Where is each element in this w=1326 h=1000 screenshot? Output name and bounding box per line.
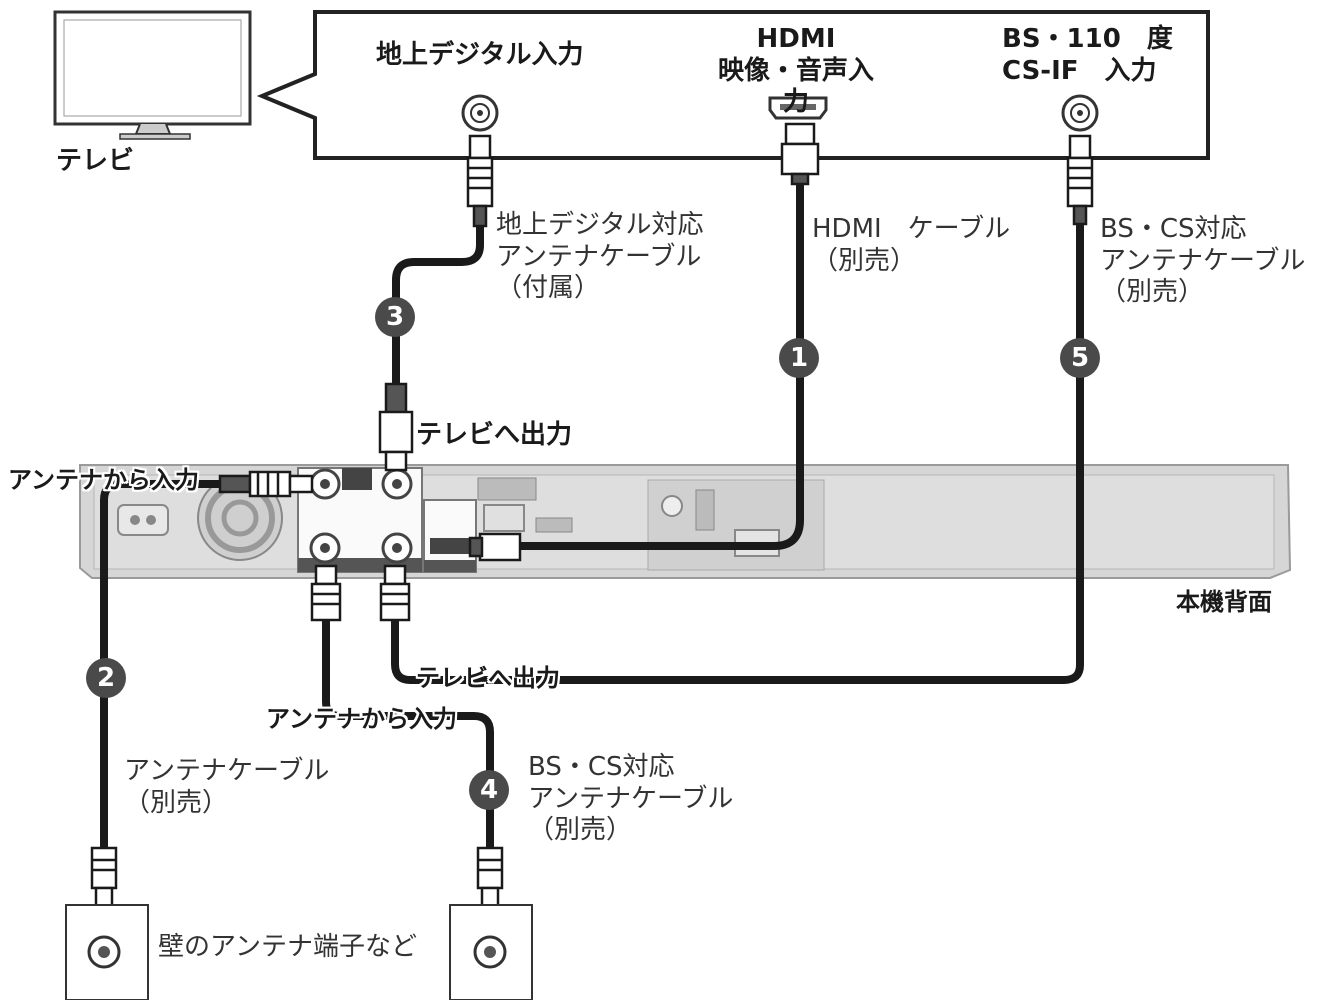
cable-label-bs-cs-wall: BS・CS対応 アンテナケーブル （別売）: [528, 752, 734, 846]
step-badge-5: 5: [1060, 338, 1100, 378]
cable-antenna-from-wall: [100, 480, 252, 856]
step-badge-4: 4: [469, 770, 509, 810]
recorder-in-from-antenna-bs: アンテナから入力: [266, 705, 458, 733]
cable-terrestrial-to-tv: [392, 221, 484, 392]
step-badge-2: 2: [86, 658, 126, 698]
tv-panel-callout: [256, 10, 1210, 160]
tv-terrestrial-jack: [461, 94, 499, 132]
cable-label-antenna: アンテナケーブル （別売）: [124, 756, 330, 818]
tv-hdmi-port: [768, 96, 828, 120]
recorder-label: 本機背面: [1176, 588, 1272, 616]
tv-icon: [53, 10, 252, 140]
tv-bs-cs-jack: [1061, 94, 1099, 132]
connectors: [90, 122, 1094, 912]
cable-label-hdmi: HDMI ケーブル （別売）: [812, 214, 1011, 276]
recorder-in-from-antenna-terrestrial: アンテナから入力: [8, 466, 200, 494]
cable-label-terrestrial: 地上デジタル対応 アンテナケーブル （付属）: [496, 210, 704, 304]
tv-input-hdmi: HDMI 映像・音声入力: [717, 24, 874, 118]
tv-label: テレビ: [56, 146, 135, 176]
recorder-out-to-tv-terrestrial: テレビへ出力: [416, 420, 573, 450]
wall-label: 壁のアンテナ端子など: [158, 932, 417, 962]
cable-bs-cs-from-wall: [322, 616, 494, 856]
step-badge-3: 3: [375, 297, 415, 337]
wall-outlet-right: [449, 904, 533, 1000]
recorder-out-to-tv-bs: テレビへ出力: [416, 664, 560, 692]
tv-input-bs-cs: BS・110 度 CS-IF 入力: [1002, 24, 1173, 86]
step-badge-1: 1: [779, 338, 819, 378]
wall-outlet-left: [65, 904, 149, 1000]
cable-hdmi: [516, 178, 804, 550]
cable-bs-cs-to-tv: [391, 218, 1084, 684]
cable-label-bs-cs-tv: BS・CS対応 アンテナケーブル （別売）: [1100, 214, 1306, 308]
tv-input-terrestrial: 地上デジタル入力: [376, 40, 584, 70]
cables: [100, 178, 1084, 856]
